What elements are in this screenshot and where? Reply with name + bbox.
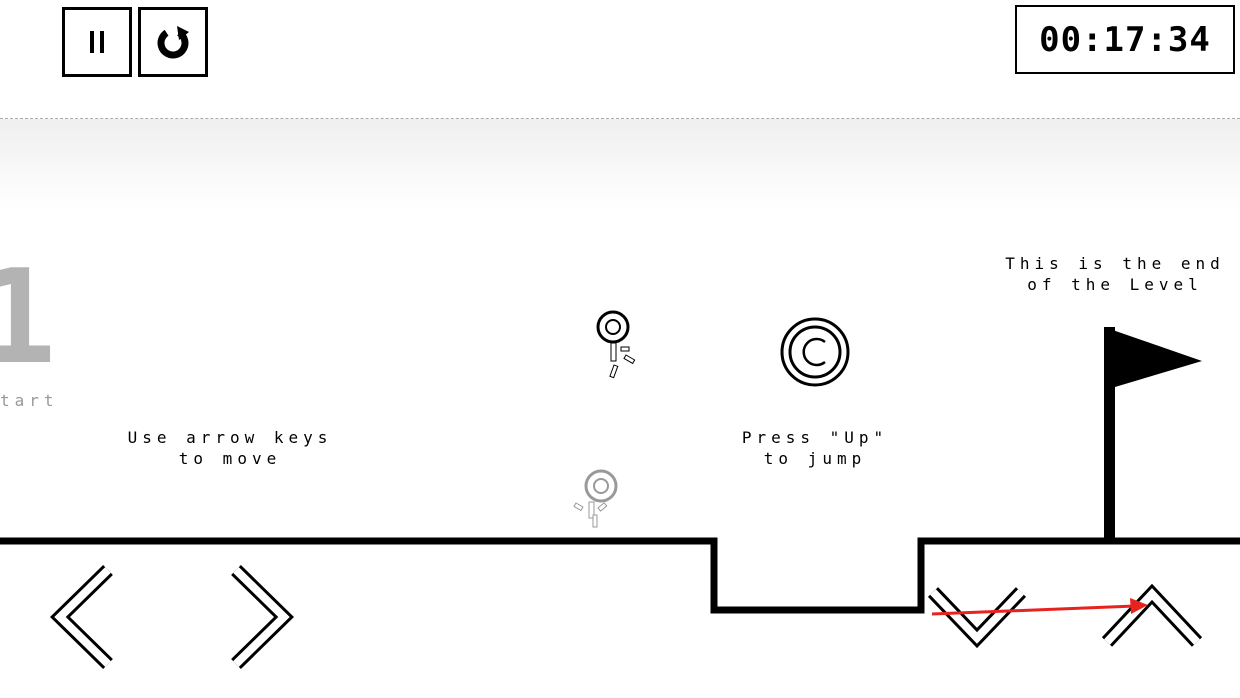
coin-icon bbox=[780, 317, 850, 387]
sky-band bbox=[0, 118, 1240, 209]
up-arrow-icon bbox=[1101, 583, 1203, 647]
hint-move-line2: to move bbox=[178, 449, 282, 468]
end-line1: This is the end bbox=[1005, 254, 1225, 273]
flag-pole bbox=[1104, 327, 1115, 541]
level-number: 1 bbox=[0, 241, 57, 393]
restart-icon bbox=[157, 26, 189, 59]
hint-jump-line2: to jump bbox=[763, 449, 867, 468]
start-label: tart bbox=[0, 391, 59, 410]
up-arrow-inner bbox=[1104, 588, 1200, 645]
ghost-character bbox=[573, 469, 618, 528]
right-arrow-inner bbox=[233, 567, 290, 667]
annotation-arrow bbox=[931, 604, 1136, 616]
pause-button[interactable] bbox=[62, 7, 132, 77]
ground bbox=[0, 537, 1240, 614]
down-arrow-inner bbox=[930, 589, 1024, 644]
flag-icon bbox=[1104, 327, 1202, 387]
end-line2: of the Level bbox=[1027, 275, 1203, 294]
pause-icon bbox=[90, 31, 104, 53]
hint-move-line1: Use arrow keys bbox=[127, 428, 333, 447]
down-arrow-icon bbox=[927, 587, 1027, 649]
right-arrow-icon bbox=[231, 564, 295, 670]
hint-jump: Press "Up" to jump bbox=[705, 427, 925, 469]
annotation-arrowhead bbox=[1130, 598, 1148, 614]
timer: 00:17:34 bbox=[1015, 5, 1235, 74]
hint-move: Use arrow keys to move bbox=[100, 427, 360, 469]
player-character bbox=[596, 310, 636, 379]
end-label: This is the end of the Level bbox=[975, 253, 1240, 295]
left-arrow-icon bbox=[49, 564, 113, 670]
left-arrow-inner bbox=[54, 567, 111, 667]
hint-jump-line1: Press "Up" bbox=[741, 428, 889, 447]
restart-button[interactable] bbox=[138, 7, 208, 77]
